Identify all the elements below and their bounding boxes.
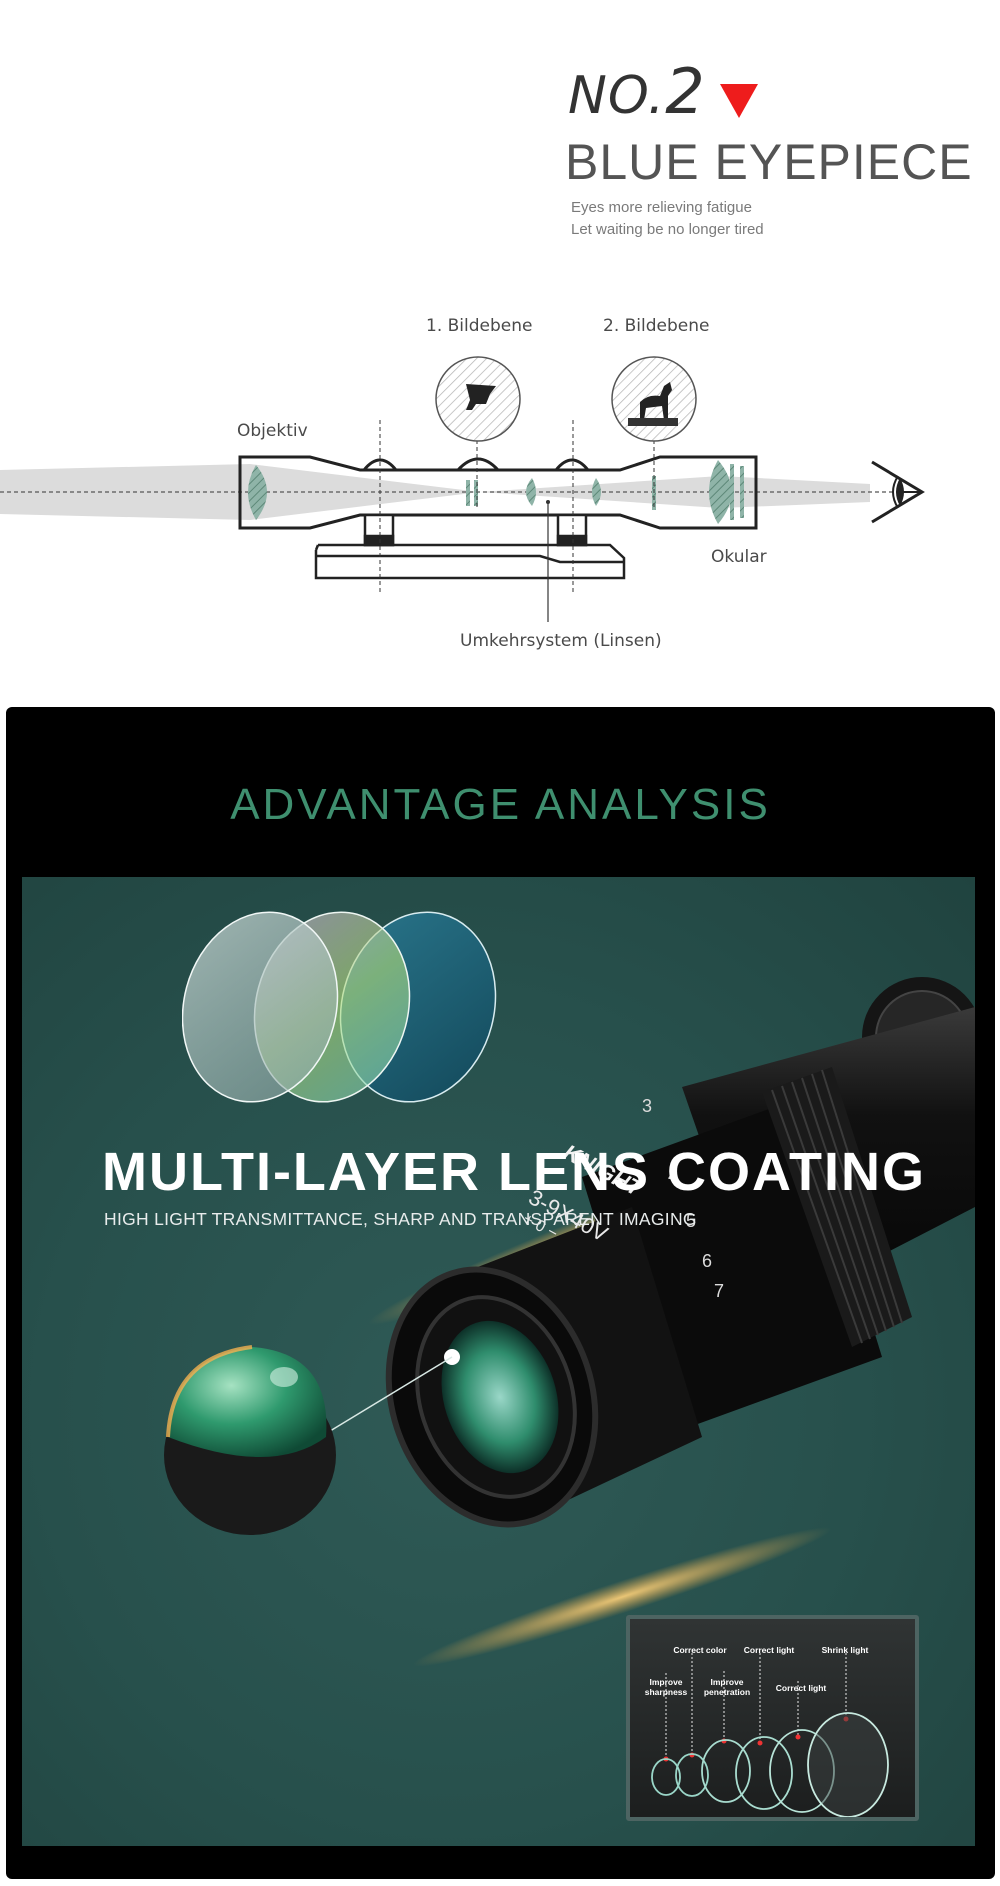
section-number-value: 2 (665, 55, 706, 128)
label-reversal-system: Umkehrsystem (Linsen) (460, 631, 662, 651)
magnification-ring (762, 1067, 912, 1347)
section-number: NO.2 (568, 52, 728, 132)
scope-optics-diagram: 1. Bildebene 2. Bildebene Objektiv Okula… (0, 316, 925, 651)
label-image-plane-1: 1. Bildebene (426, 316, 532, 336)
tagline-line-1: Eyes more relieving fatigue (571, 199, 752, 216)
red-triangle-icon (720, 84, 758, 118)
inset-label-shrink-light: Shrink light (821, 1645, 869, 1655)
objective-lens-icon (248, 465, 267, 520)
inset-label-correct-light-top: Correct light (743, 1645, 795, 1655)
inset-label-improve-sharpness: Improve sharpness (644, 1677, 688, 1697)
page-title: BLUE EYEPIECE (565, 134, 973, 190)
guide-lines (379, 420, 655, 592)
zoom-number: 3 (642, 1096, 652, 1116)
eyepiece-bell (385, 1207, 702, 1528)
eyepiece-lens-icon (709, 460, 744, 524)
label-image-plane-2: 2. Bildebene (603, 316, 709, 336)
image-plane-2-icon (611, 356, 697, 442)
coated-lens-icon (164, 1345, 336, 1535)
inset-lens-diagram (651, 1653, 889, 1817)
scope-illustration: 3-9X40V + 0 − KNIGHT 3 4 5 6 7 (164, 977, 975, 1667)
inset-label-correct-color: Correct color (673, 1645, 727, 1655)
eye-icon (871, 460, 925, 524)
label-objective: Objektiv (237, 421, 308, 441)
zoom-number: 5 (686, 1211, 696, 1231)
zoom-number: 4 (668, 1166, 678, 1186)
lens-function-inset: Correct color Correct light Shrink light… (626, 1615, 919, 1821)
lens-layers-icon (182, 911, 497, 1103)
inset-label-improve-penetration: Improve penetration (703, 1677, 751, 1697)
zoom-scale: 3 4 5 6 7 (642, 1096, 724, 1301)
tagline-line-2: Let waiting be no longer tired (571, 221, 764, 238)
scope-tube-outline (238, 455, 758, 530)
coating-title: MULTI-LAYER LENS COATING (102, 1142, 926, 1202)
inset-label-correct-light-mid: Correct light (775, 1683, 827, 1693)
light-beam (0, 464, 900, 520)
label-eyepiece: Okular (711, 547, 767, 567)
scope-mount (314, 513, 626, 580)
zoom-number: 6 (702, 1251, 712, 1271)
section-number-prefix: NO. (568, 66, 666, 126)
coating-subtitle: HIGH LIGHT TRANSMITTANCE, SHARP AND TRAN… (104, 1209, 697, 1229)
image-plane-1-icon (435, 356, 521, 442)
coating-showcase: 3-9X40V + 0 − KNIGHT 3 4 5 6 7 (22, 877, 975, 1846)
zoom-number: 7 (714, 1281, 724, 1301)
advantage-title: ADVANTAGE ANALYSIS (230, 780, 771, 829)
